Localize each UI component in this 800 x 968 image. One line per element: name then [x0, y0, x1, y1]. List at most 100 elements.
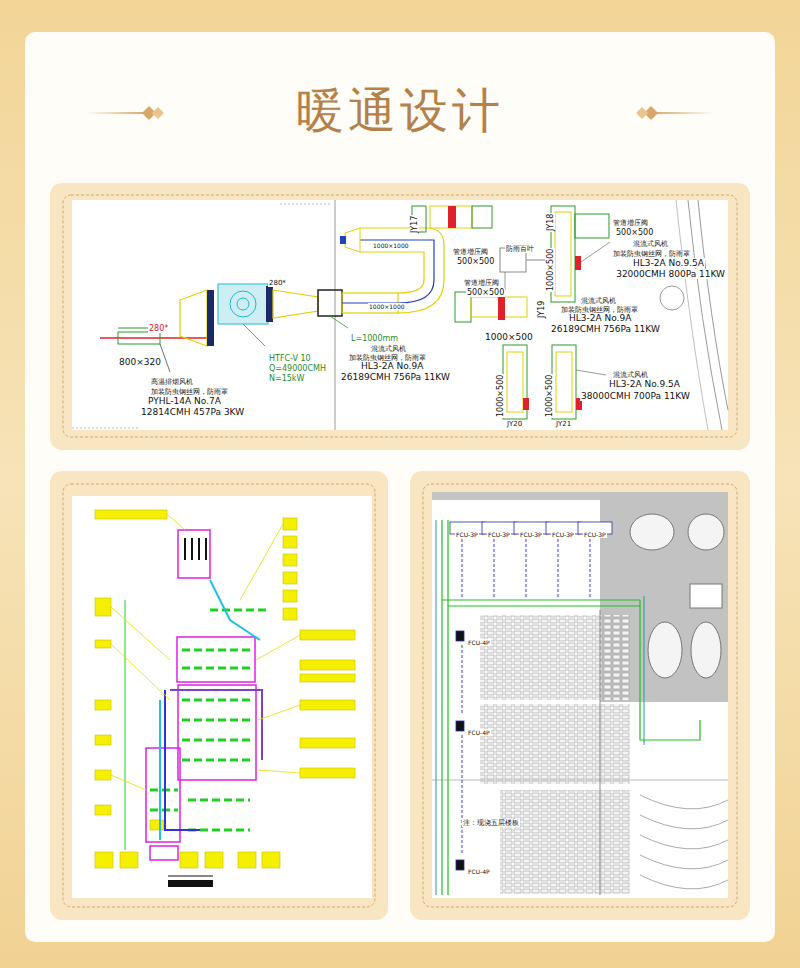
system-diagram-part	[256, 635, 300, 660]
equipment-label: 26189CMH 756Pa 11KW	[340, 372, 451, 382]
system-diagram-part	[300, 738, 355, 748]
floor-plan-part	[640, 795, 728, 889]
equipment-label-box: HTFC-V 10	[268, 348, 312, 364]
note-label-box: 注：现浇五层楼板	[462, 812, 520, 828]
floor-plan-part	[447, 520, 448, 895]
system-diagram-part	[258, 770, 300, 773]
duct-drawing-part	[340, 236, 346, 244]
equipment-label: 混流式风机	[370, 345, 407, 353]
shaft-number: JY21	[555, 420, 572, 428]
dimension-label-box: 1000×500	[540, 248, 556, 292]
equipment-label: HL3-2A No.9.5A	[632, 258, 705, 268]
system-diagram-part	[283, 572, 297, 584]
system-diagram-part	[120, 852, 138, 868]
system-diagram-part	[198, 538, 200, 560]
shaft-number: JY17	[410, 215, 419, 234]
title-ornament-part	[152, 107, 164, 119]
duct-drawing-part	[688, 200, 722, 430]
duct-drawing-part	[472, 206, 492, 228]
dimension-label-box: 1000×1000	[368, 296, 406, 312]
duct-drawing	[72, 200, 728, 430]
floor-plan-part	[462, 534, 590, 855]
floor-plan-part	[590, 534, 591, 598]
floor-plan-part	[456, 721, 464, 731]
equipment-label: 管道增压阀	[612, 219, 649, 227]
floor-plan-part	[600, 610, 601, 895]
dimension-label-box: 1000×500	[484, 327, 534, 343]
system-diagram-part	[184, 538, 186, 560]
duct-drawing-part	[448, 206, 456, 228]
panel-frame-part	[50, 471, 388, 920]
system-diagram-part	[182, 739, 252, 742]
system-diagram-part	[146, 530, 256, 860]
equipment-label: 26189CMH 756Pa 11KW	[550, 324, 661, 334]
system-diagram-part	[191, 538, 193, 560]
equipment-label-box: 混流式风机	[580, 290, 617, 306]
equipment-label-box: 防雨百叶	[505, 238, 535, 254]
dimension-label: 800×320	[118, 357, 162, 367]
unit-label-box: FCU-3P	[487, 524, 511, 540]
system-diagram-part	[178, 685, 256, 780]
duct-drawing-part	[72, 428, 140, 429]
card-part	[25, 32, 775, 942]
system-diagram-part	[165, 690, 200, 830]
floor-plan-part	[450, 522, 612, 870]
system-diagram-part	[125, 600, 126, 850]
system-diagram-part	[185, 538, 206, 560]
equipment-label: HL3-2A No.9A	[360, 361, 424, 371]
system-diagram-part	[283, 554, 297, 566]
system-diagram-part	[283, 608, 297, 620]
dimension-label-box: 1000×500	[539, 374, 555, 418]
system-diagram-part	[95, 598, 111, 616]
panel-frame-part	[423, 484, 737, 907]
dimension-label: 1000×500	[546, 248, 555, 292]
duct-drawing-part	[360, 252, 424, 293]
title-ornament-part	[653, 112, 715, 114]
title-ornament-part	[636, 107, 648, 119]
system-diagram-part	[146, 748, 180, 842]
floor-plan	[432, 492, 728, 898]
dimension-label-box: 1000×1000	[372, 235, 410, 251]
equipment-label: HL3-2A No.9.5A	[608, 379, 681, 389]
duct-drawing-part	[575, 214, 609, 238]
unit-label: FCU-4P	[467, 868, 491, 875]
unit-label: FCU-4P	[467, 639, 491, 646]
panel-frame-part	[50, 183, 750, 450]
floor-plan-part	[480, 704, 630, 784]
system-diagram-part	[95, 770, 111, 780]
panel-frame-part	[410, 471, 750, 920]
dimension-label-box: L=1000mm	[350, 328, 399, 344]
duct-drawing-part	[345, 228, 360, 252]
dimension-label: 1000×500	[545, 374, 554, 418]
system-diagram-part	[300, 630, 355, 640]
unit-label-box: FCU-4P	[467, 632, 491, 648]
system-diagram-part	[168, 876, 213, 877]
floor-plan-part	[648, 622, 682, 678]
equipment-label: HTFC-V 10	[268, 354, 312, 363]
floor-plan-part	[644, 596, 645, 745]
unit-label-box: FCU-4P	[467, 722, 491, 738]
equipment-label: 加装防虫钢丝网，防雨罩	[150, 388, 229, 396]
duct-drawing-part	[698, 200, 728, 410]
floor-plan-part	[448, 605, 640, 606]
system-diagram-part	[180, 852, 198, 868]
equipment-label: 38000CMH 700Pa 11KW	[580, 391, 691, 401]
floor-plan-part	[456, 860, 464, 870]
duct-drawing-part	[526, 260, 545, 261]
shaft-number: JY20	[506, 420, 523, 428]
system-diagram-part	[95, 805, 111, 815]
duct-drawing-part	[273, 290, 318, 318]
unit-label: FCU-3P	[487, 531, 511, 538]
duct-drawing-part	[555, 212, 571, 296]
system-diagram-part	[210, 580, 260, 640]
duct-drawing-part	[280, 204, 330, 205]
equipment-label-box: 管道增压阀	[612, 212, 649, 228]
equipment-label: 加装防虫钢丝网，防雨罩	[612, 250, 691, 258]
system-diagram-part	[159, 700, 161, 840]
system-diagram-part	[300, 768, 355, 778]
floor-plan-part	[442, 520, 700, 895]
floor-plan-part	[441, 520, 442, 895]
floor-plan-part	[432, 780, 728, 781]
dimension-label: 500×500	[615, 228, 654, 237]
